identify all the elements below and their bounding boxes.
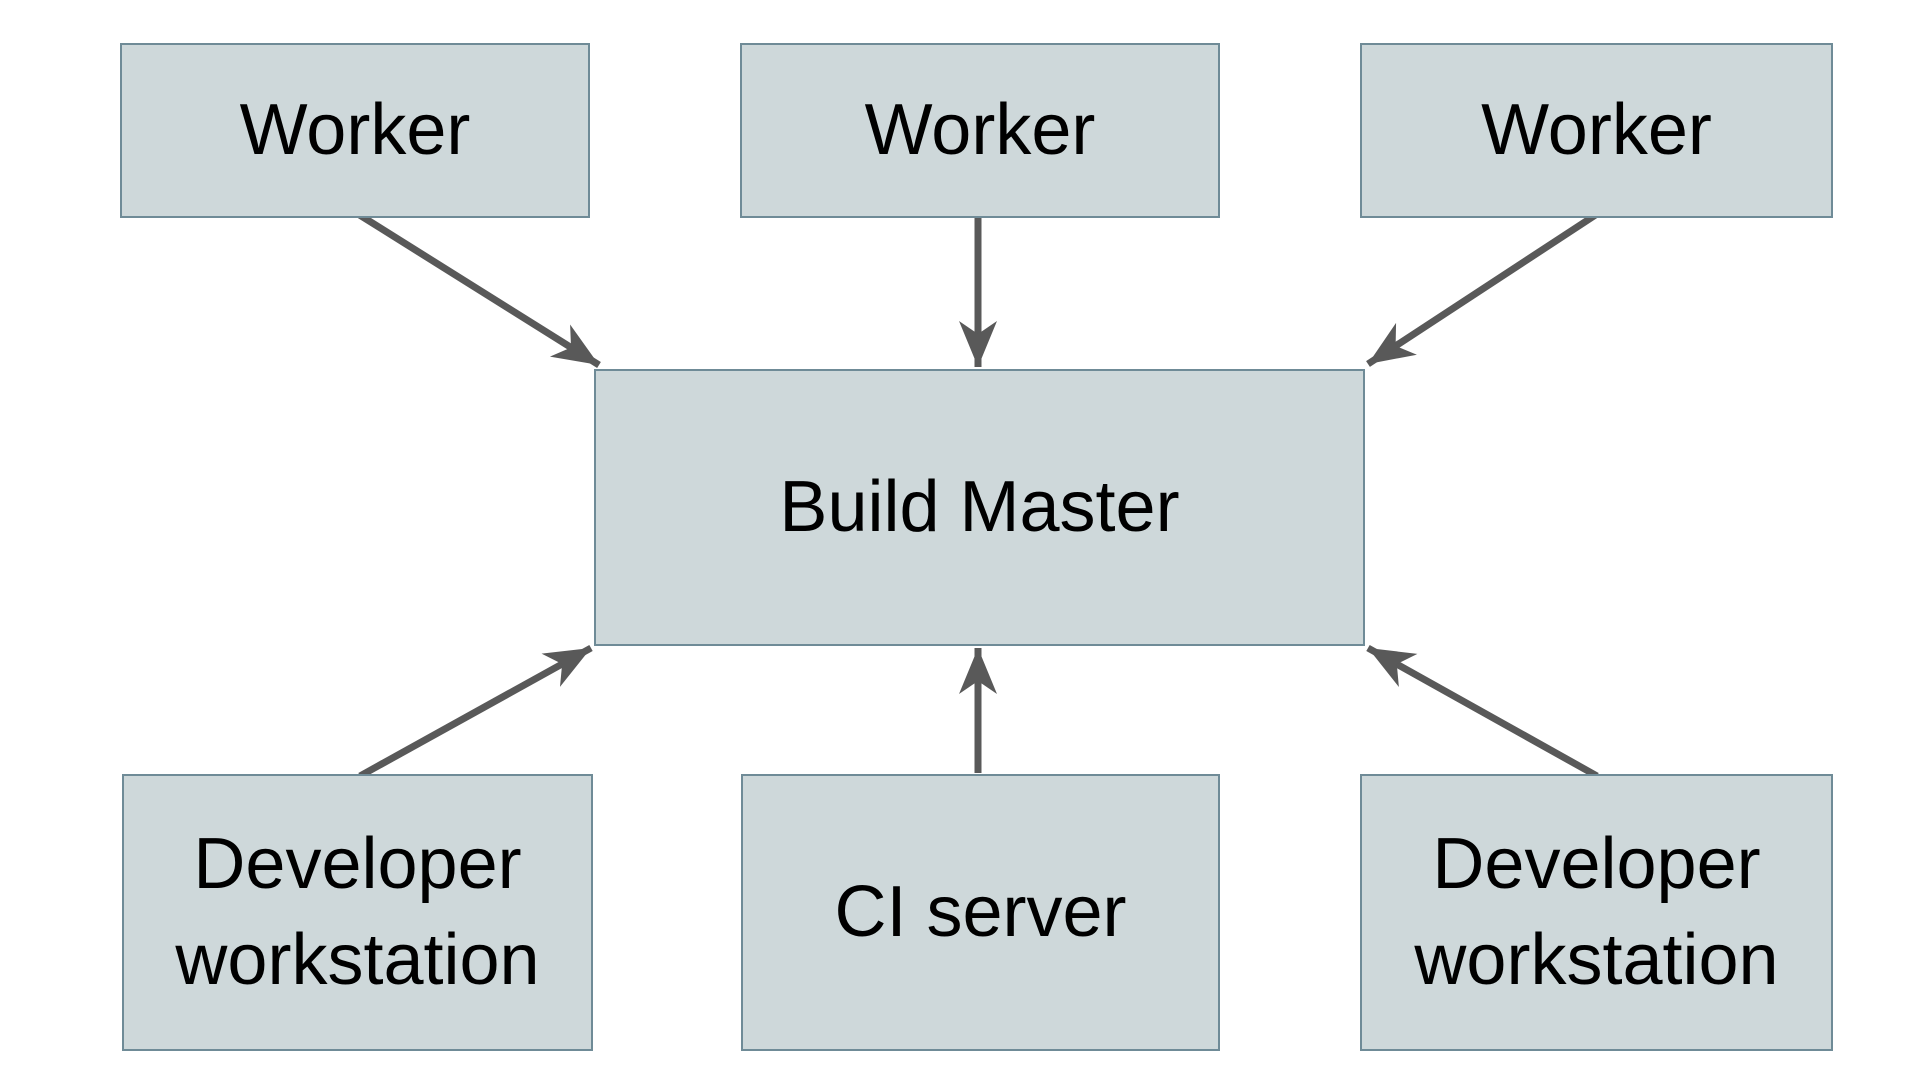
node-developer-workstation-left: Developer workstation: [122, 774, 593, 1051]
node-worker-3-label: Worker: [1481, 89, 1712, 170]
node-ci-server: CI server: [741, 774, 1220, 1051]
node-build-master: Build Master: [594, 369, 1365, 646]
node-ci-server-label: CI server: [834, 871, 1127, 952]
node-worker-1: Worker: [120, 43, 590, 218]
node-worker-1-label: Worker: [239, 89, 471, 170]
node-developer-workstation-left-label: Developer workstation: [175, 824, 540, 1000]
node-developer-workstation-right: Developer workstation: [1360, 774, 1833, 1051]
node-developer-workstation-right-label: Developer workstation: [1414, 824, 1779, 1000]
node-worker-3: Worker: [1360, 43, 1833, 218]
node-worker-2-label: Worker: [864, 89, 1096, 170]
arrow-dev-workstation-left-to-build-master: [358, 644, 593, 780]
arrow-worker-left-to-build-master: [356, 211, 601, 368]
arrow-dev-workstation-right-to-build-master: [1366, 644, 1599, 780]
arrow-worker-right-to-build-master: [1366, 211, 1599, 367]
node-build-master-label: Build Master: [779, 466, 1180, 547]
node-worker-2: Worker: [740, 43, 1220, 218]
